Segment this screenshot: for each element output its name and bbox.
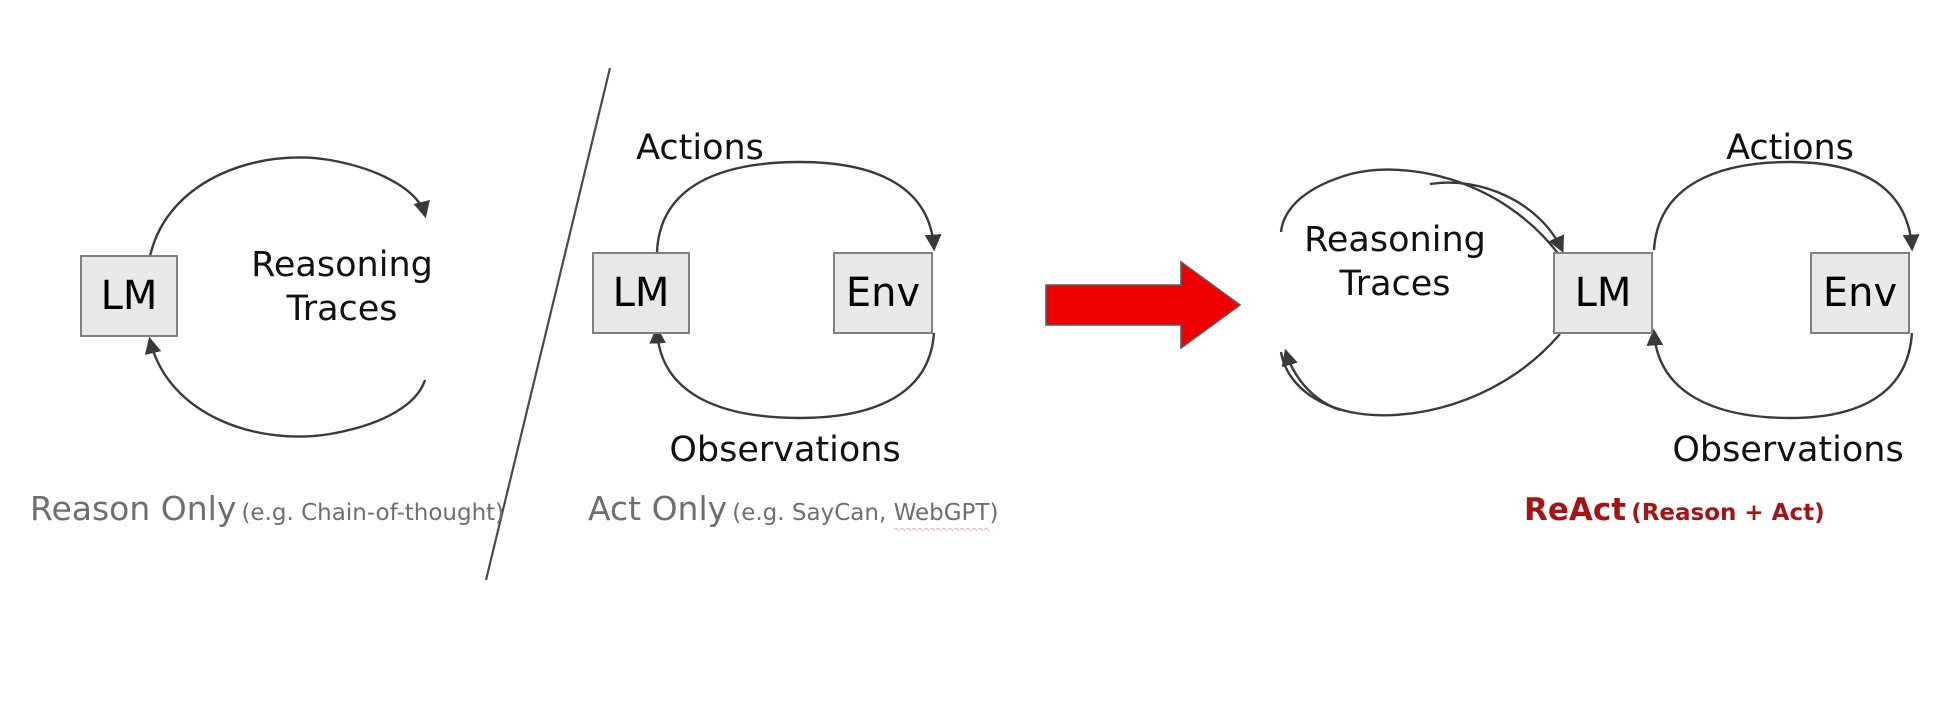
- act-only-caption-main: Act Only: [588, 489, 728, 528]
- reason-only-loop-arrows: [144, 156, 430, 438]
- act-only-caption: Act Only (e.g. SayCan, WebGPT): [588, 492, 998, 525]
- react-observations-label: Observations: [1672, 430, 1904, 470]
- reason-only-loop-label: Reasoning Traces: [251, 245, 433, 330]
- act-only-actions-label: Actions: [636, 128, 764, 168]
- red-implies-arrow: [1045, 260, 1242, 350]
- act-only-observations-label: Observations: [669, 430, 901, 470]
- react-caption-main: ReAct: [1524, 492, 1627, 528]
- reason-only-caption-main: Reason Only: [30, 489, 237, 528]
- react-reasoning-traces-label: Reasoning Traces: [1304, 220, 1486, 305]
- react-lm-box[interactable]: LM: [1553, 252, 1653, 334]
- reason-only-caption: Reason Only (e.g. Chain-of-thought): [30, 492, 504, 525]
- react-env-box[interactable]: Env: [1810, 252, 1910, 334]
- react-actions-label: Actions: [1726, 128, 1854, 168]
- act-only-caption-sub-before: (e.g. SayCan,: [732, 500, 894, 526]
- act-only-env-box[interactable]: Env: [833, 252, 933, 334]
- act-only-caption-misspelled-word: WebGPT: [893, 500, 990, 526]
- react-caption-sub: (Reason + Act): [1631, 500, 1825, 526]
- act-only-lm-box[interactable]: LM: [592, 252, 690, 334]
- act-only-lm-label: LM: [612, 270, 670, 316]
- react-env-label: Env: [1822, 270, 1898, 316]
- reason-only-lm-box[interactable]: LM: [80, 255, 178, 337]
- reason-only-lm-label: LM: [100, 273, 158, 319]
- act-only-caption-sub-after: ): [989, 500, 999, 526]
- react-lm-label: LM: [1574, 270, 1632, 316]
- react-caption: ReAct (Reason + Act): [1524, 495, 1825, 526]
- act-only-loop-arrows: [649, 160, 942, 420]
- diagonal-divider: [484, 67, 612, 581]
- reason-only-caption-sub: (e.g. Chain-of-thought): [241, 500, 505, 526]
- react-loop-arrows: [1279, 160, 1920, 420]
- act-only-env-label: Env: [845, 270, 921, 316]
